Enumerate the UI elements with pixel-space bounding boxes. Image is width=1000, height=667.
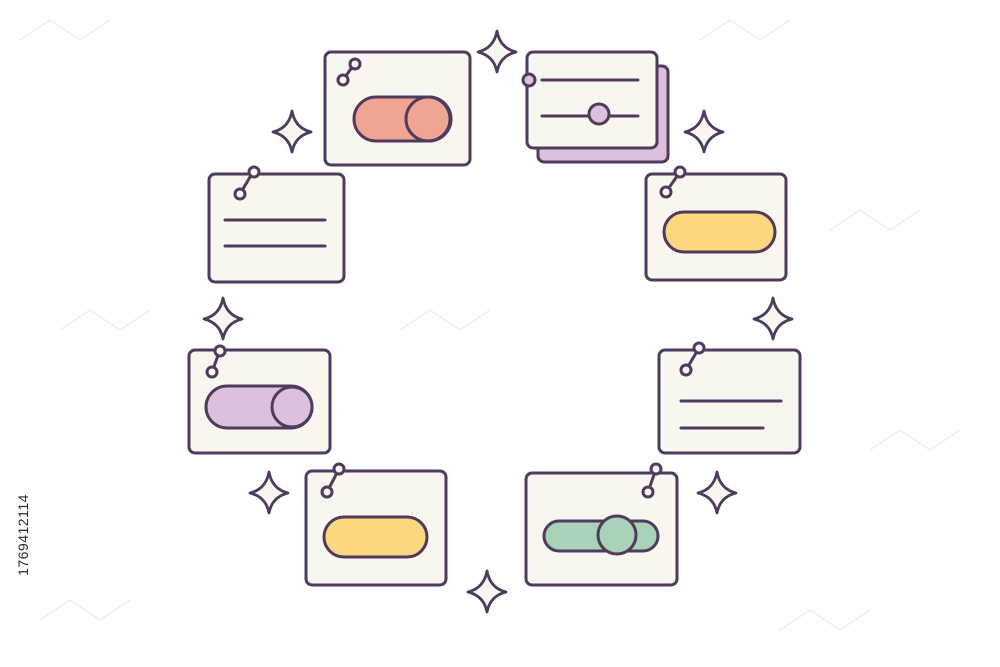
- card-slider-settings: [521, 50, 670, 164]
- toggle-icon: [352, 95, 453, 143]
- toggle-icon: [204, 384, 314, 430]
- sparkle-icon: [271, 109, 313, 154]
- card-slider-mint: [524, 462, 679, 587]
- card-toggle-salmon: [323, 50, 472, 167]
- sparkle-icon: [696, 470, 738, 515]
- card-text-lines-left: [207, 165, 346, 284]
- toggle-icon: [542, 514, 660, 556]
- sparkle-icon: [476, 29, 518, 74]
- card-toggle-lavender: [187, 344, 332, 455]
- watermark-pattern: [19, 19, 961, 631]
- pill-button-icon: [322, 515, 429, 559]
- sparkle-icon: [248, 470, 290, 515]
- pill-button-icon: [662, 210, 777, 254]
- sparkles: [202, 29, 794, 614]
- sparkle-icon: [683, 109, 725, 154]
- card-text-lines-right: [657, 341, 802, 455]
- sparkle-icon: [752, 296, 794, 341]
- text-lines-icon: [679, 399, 783, 430]
- card-pill-yellow-left: [304, 462, 448, 587]
- text-lines-icon: [223, 218, 327, 248]
- slider-settings-icon: [521, 72, 640, 126]
- sparkle-icon: [466, 569, 508, 614]
- sparkle-icon: [202, 296, 244, 341]
- card-pill-yellow-right: [644, 165, 788, 282]
